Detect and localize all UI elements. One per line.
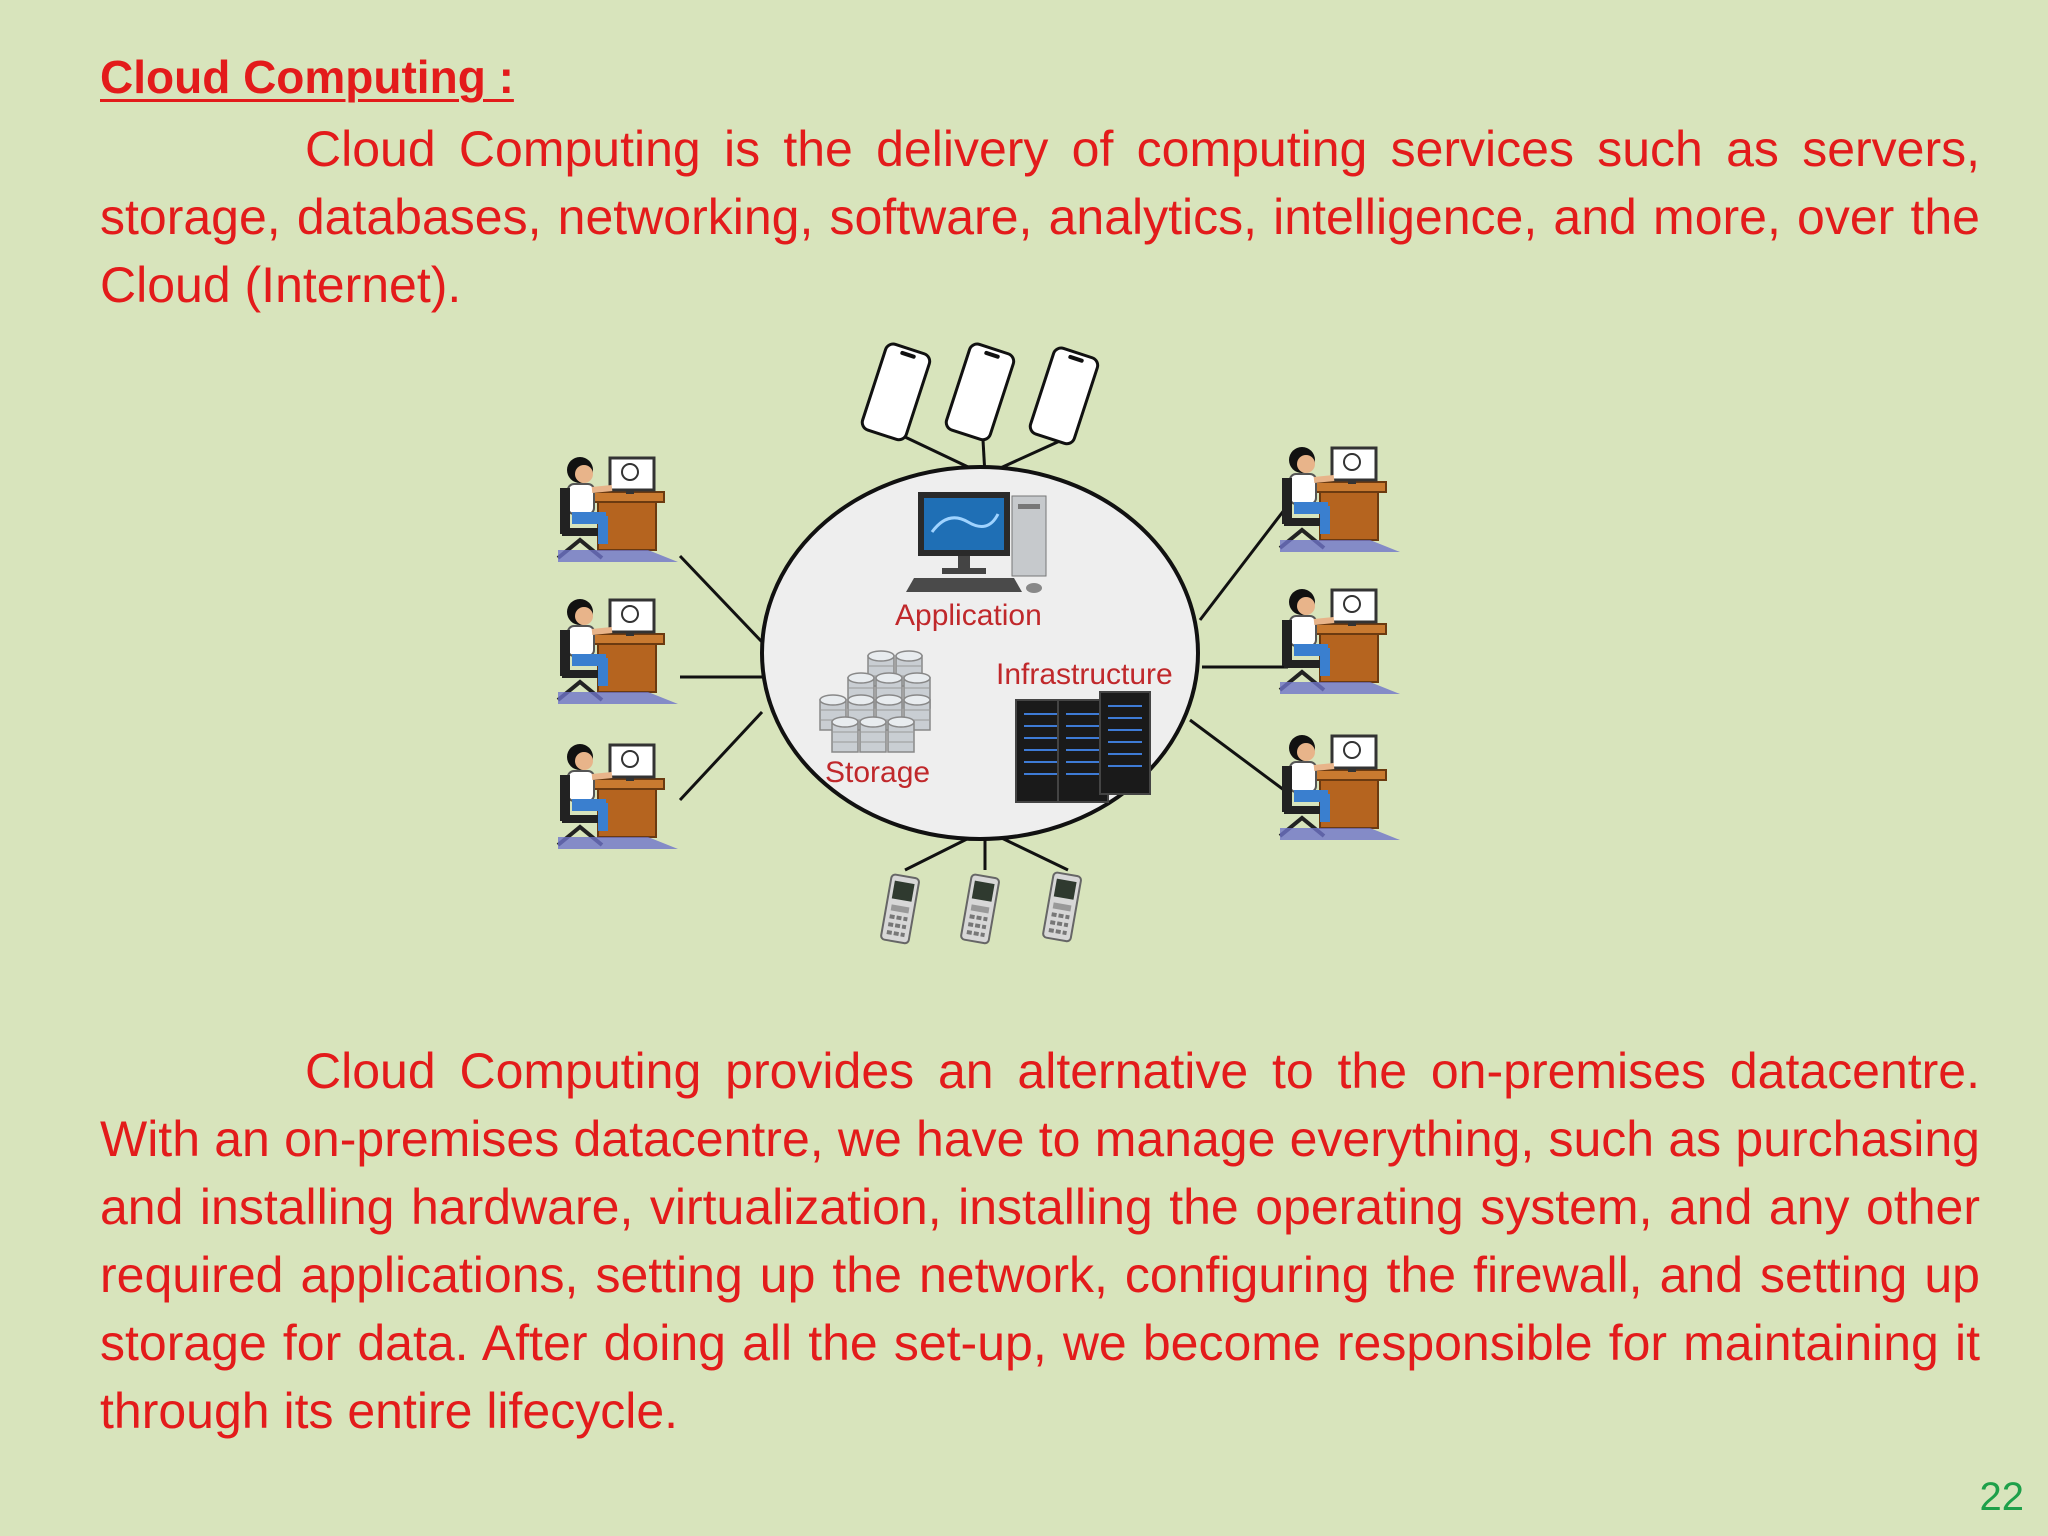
infrastructure-label: Infrastructure — [996, 658, 1173, 691]
user-at-computer-icon — [558, 457, 678, 849]
page-number: 22 — [1979, 1475, 2025, 1519]
desktop-computer-icon — [906, 492, 1047, 593]
datacentre-paragraph: Cloud Computing provides an alternative … — [100, 1043, 1980, 1439]
cloud-computing-diagram: Application Storage Infrastructure — [0, 340, 2048, 945]
definition-paragraph: Cloud Computing is the delivery of compu… — [100, 121, 1980, 313]
network-links — [678, 435, 1290, 872]
server-rack-icon — [1015, 691, 1151, 803]
slide-heading: Cloud Computing : — [100, 51, 514, 103]
mobile-phone-icon — [879, 871, 1083, 945]
application-label: Application — [895, 599, 1042, 632]
user-at-computer-icon — [1280, 447, 1400, 840]
smartphone-icon — [858, 340, 1102, 448]
storage-label: Storage — [825, 756, 930, 789]
